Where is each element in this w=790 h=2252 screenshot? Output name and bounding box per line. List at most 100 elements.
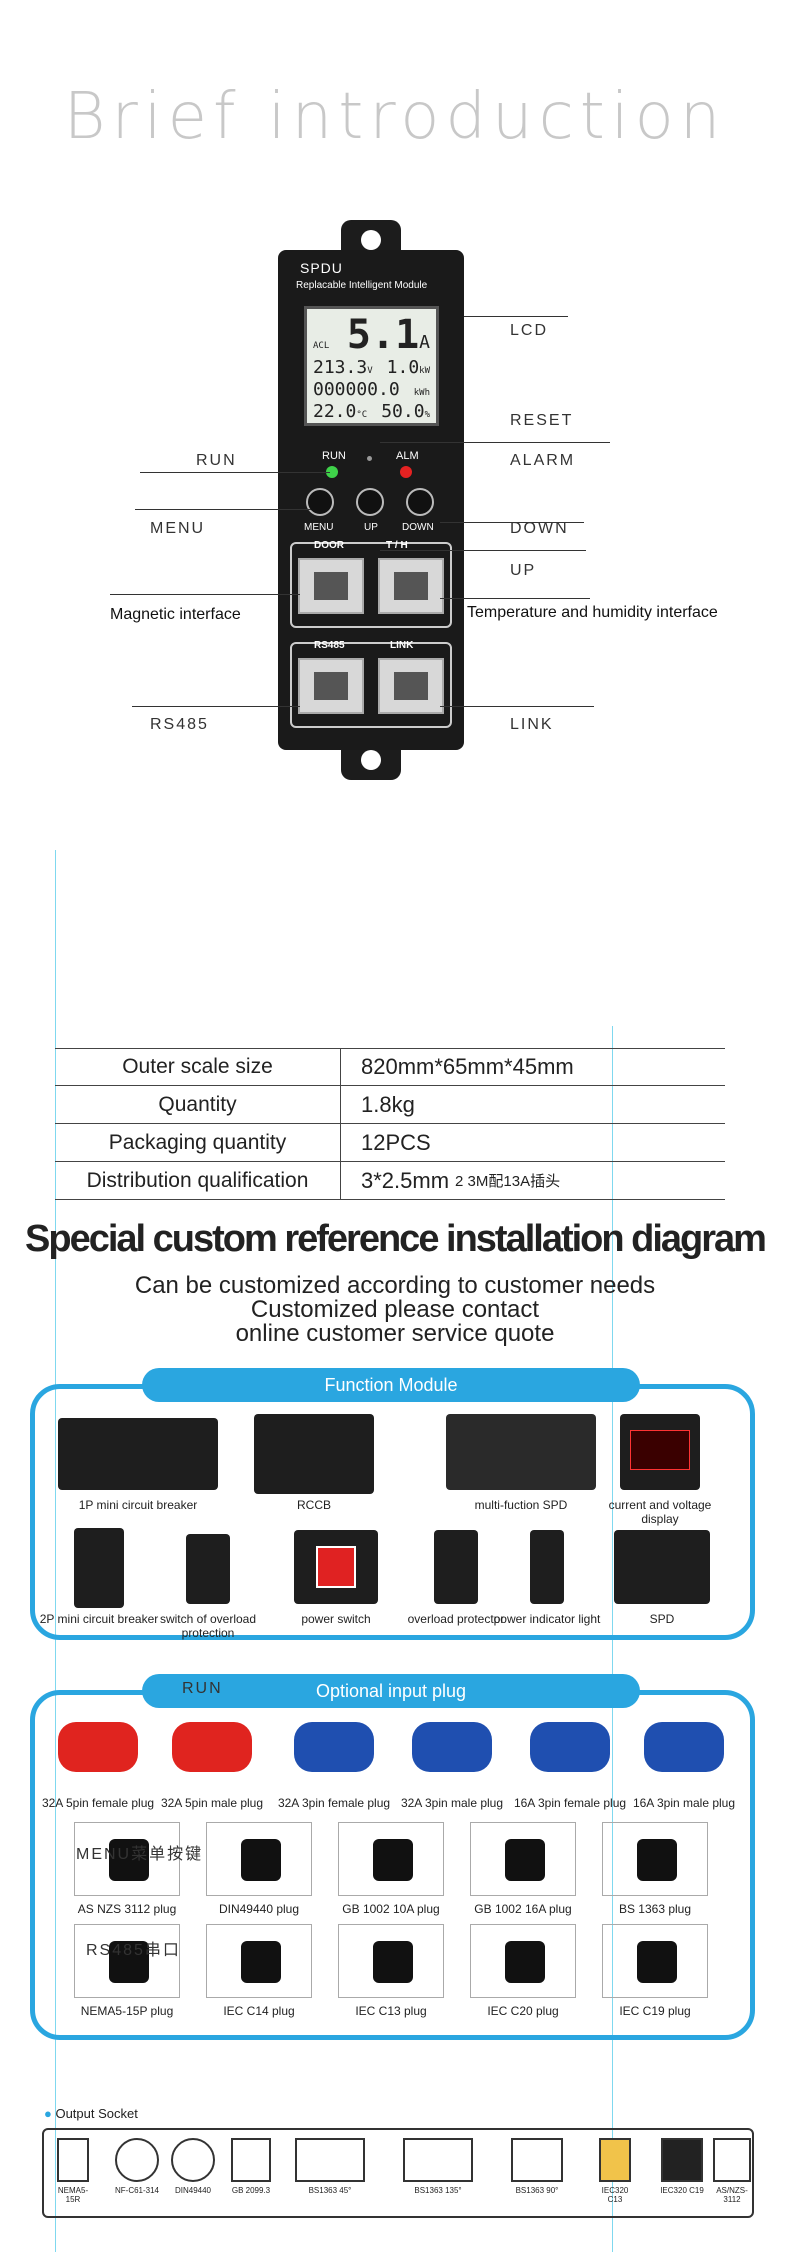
lcd-humidity-value: 50.0: [381, 401, 425, 422]
callout-line-menu: [135, 509, 311, 510]
callout-reset: RESET: [510, 412, 574, 429]
lcd-temp-value: 22.0: [313, 401, 357, 422]
function-module-image: [294, 1530, 378, 1604]
overlay-menu-text: MENU菜单按键: [76, 1846, 204, 1863]
th-port[interactable]: [378, 558, 444, 614]
socket-face-icon: [713, 2138, 751, 2182]
function-module-label: RCCB: [296, 1498, 331, 1512]
subline-3: online customer service quote: [235, 1320, 555, 1347]
function-module-image: [74, 1528, 124, 1608]
function-module-label: power indicator light: [493, 1612, 601, 1626]
function-module-image: [530, 1530, 564, 1604]
overlay-rs485-text: RS485串口: [86, 1942, 181, 1959]
lcd-line-label: ACL: [313, 341, 330, 351]
socket-face-icon: [403, 2138, 473, 2182]
upper-port-frame: [290, 542, 452, 628]
output-socket: NEMA5-15R: [54, 2138, 92, 2204]
device-brand: SPDU: [300, 260, 343, 276]
link-port-label: LINK: [390, 640, 414, 651]
output-socket: GB 2099.3: [228, 2138, 274, 2195]
down-button[interactable]: [406, 488, 434, 516]
socket-face-icon: [599, 2138, 631, 2182]
callout-rs485: RS485: [150, 716, 209, 733]
callout-magnetic-interface: Magnetic interface: [110, 606, 241, 623]
link-port[interactable]: [378, 658, 444, 714]
plug-label: NEMA5-15P plug: [80, 2004, 174, 2018]
plug-label: IEC C20 plug: [487, 2004, 559, 2018]
plug-image: [206, 1924, 312, 1998]
plug-label: 16A 3pin female plug: [513, 1796, 627, 1810]
plug-image: [284, 1712, 384, 1782]
output-socket: AS/NZS-3112: [710, 2138, 754, 2204]
plug-label: 32A 3pin male plug: [400, 1796, 504, 1810]
socket-label: GB 2099.3: [231, 2186, 271, 2195]
spec-value: 820mm*65mm*45mm: [340, 1049, 725, 1085]
socket-face-icon: [511, 2138, 563, 2182]
function-module-label: overload protector: [407, 1612, 505, 1626]
function-module-image: [614, 1530, 710, 1604]
plug-label: 32A 5pin male plug: [160, 1796, 264, 1810]
callout-line-link: [440, 706, 594, 707]
subline-2: Customized please contact: [250, 1296, 540, 1323]
plug-image: [338, 1924, 444, 1998]
plug-image: [634, 1712, 734, 1782]
callout-line-th: [440, 598, 590, 599]
spec-label: Packaging quantity: [108, 1130, 287, 1154]
plug-label: IEC C13 plug: [355, 2004, 427, 2018]
down-button-label: DOWN: [402, 522, 434, 533]
socket-face-icon: [661, 2138, 703, 2182]
socket-label: BS1363 90°: [515, 2186, 559, 2195]
lcd-energy-value: 000000.0: [313, 379, 400, 400]
plug-label: 32A 3pin female plug: [277, 1796, 391, 1810]
output-socket: BS1363 90°: [508, 2138, 566, 2195]
device-body: SPDU Replacable Intelligent Module ACL 5…: [278, 250, 464, 750]
function-module-label: power switch: [301, 1612, 371, 1626]
function-module-label: 2P mini circuit breaker: [39, 1612, 159, 1626]
plug-image: [48, 1712, 148, 1782]
rs485-port[interactable]: [298, 658, 364, 714]
menu-button[interactable]: [306, 488, 334, 516]
plug-image: [402, 1712, 502, 1782]
plug-label: GB 1002 16A plug: [474, 1902, 572, 1916]
guide-line-left: [55, 850, 56, 2252]
output-socket: NF-C61-314: [112, 2138, 162, 2195]
socket-label: BS1363 135°: [414, 2186, 462, 2195]
output-socket-title: ● Output Socket: [44, 2106, 138, 2121]
run-led: [326, 466, 338, 478]
socket-label: IEC320 C19: [660, 2186, 704, 2195]
plug-image: [470, 1924, 576, 1998]
plug-image: [520, 1712, 620, 1782]
spec-label: Quantity: [158, 1092, 237, 1116]
subline-1: Can be customized according to customer …: [134, 1272, 656, 1299]
function-module-label: 1P mini circuit breaker: [78, 1498, 198, 1512]
function-module-image: [434, 1530, 478, 1604]
callout-line-magnetic: [110, 594, 300, 595]
function-module-label: SPD: [649, 1612, 675, 1626]
socket-label: BS1363 45°: [308, 2186, 352, 2195]
callout-down: DOWN: [510, 520, 569, 537]
alarm-led: [400, 466, 412, 478]
rs485-port-label: RS485: [314, 640, 345, 651]
up-button[interactable]: [356, 488, 384, 516]
plug-image: [74, 1924, 180, 1998]
function-module-image: [58, 1418, 218, 1490]
door-port-label: DOOR: [314, 540, 344, 551]
output-socket: BS1363 135°: [400, 2138, 476, 2195]
function-module-image: [446, 1414, 596, 1490]
plug-image: [162, 1712, 262, 1782]
callout-run: RUN: [196, 452, 237, 469]
socket-face-icon: [115, 2138, 159, 2182]
plug-image: [74, 1822, 180, 1896]
up-button-label: UP: [364, 522, 378, 533]
function-module-label: switch of overload protection: [159, 1612, 257, 1640]
plug-image: [470, 1822, 576, 1896]
function-module-image: [620, 1414, 700, 1490]
reset-pinhole[interactable]: [367, 456, 372, 461]
output-socket: DIN49440: [168, 2138, 218, 2195]
door-port[interactable]: [298, 558, 364, 614]
callout-menu: MENU: [150, 520, 206, 537]
page-title: Brief introduction: [63, 80, 727, 154]
menu-button-label: MENU: [304, 522, 334, 533]
lcd-current-value: 5.1: [346, 312, 420, 358]
